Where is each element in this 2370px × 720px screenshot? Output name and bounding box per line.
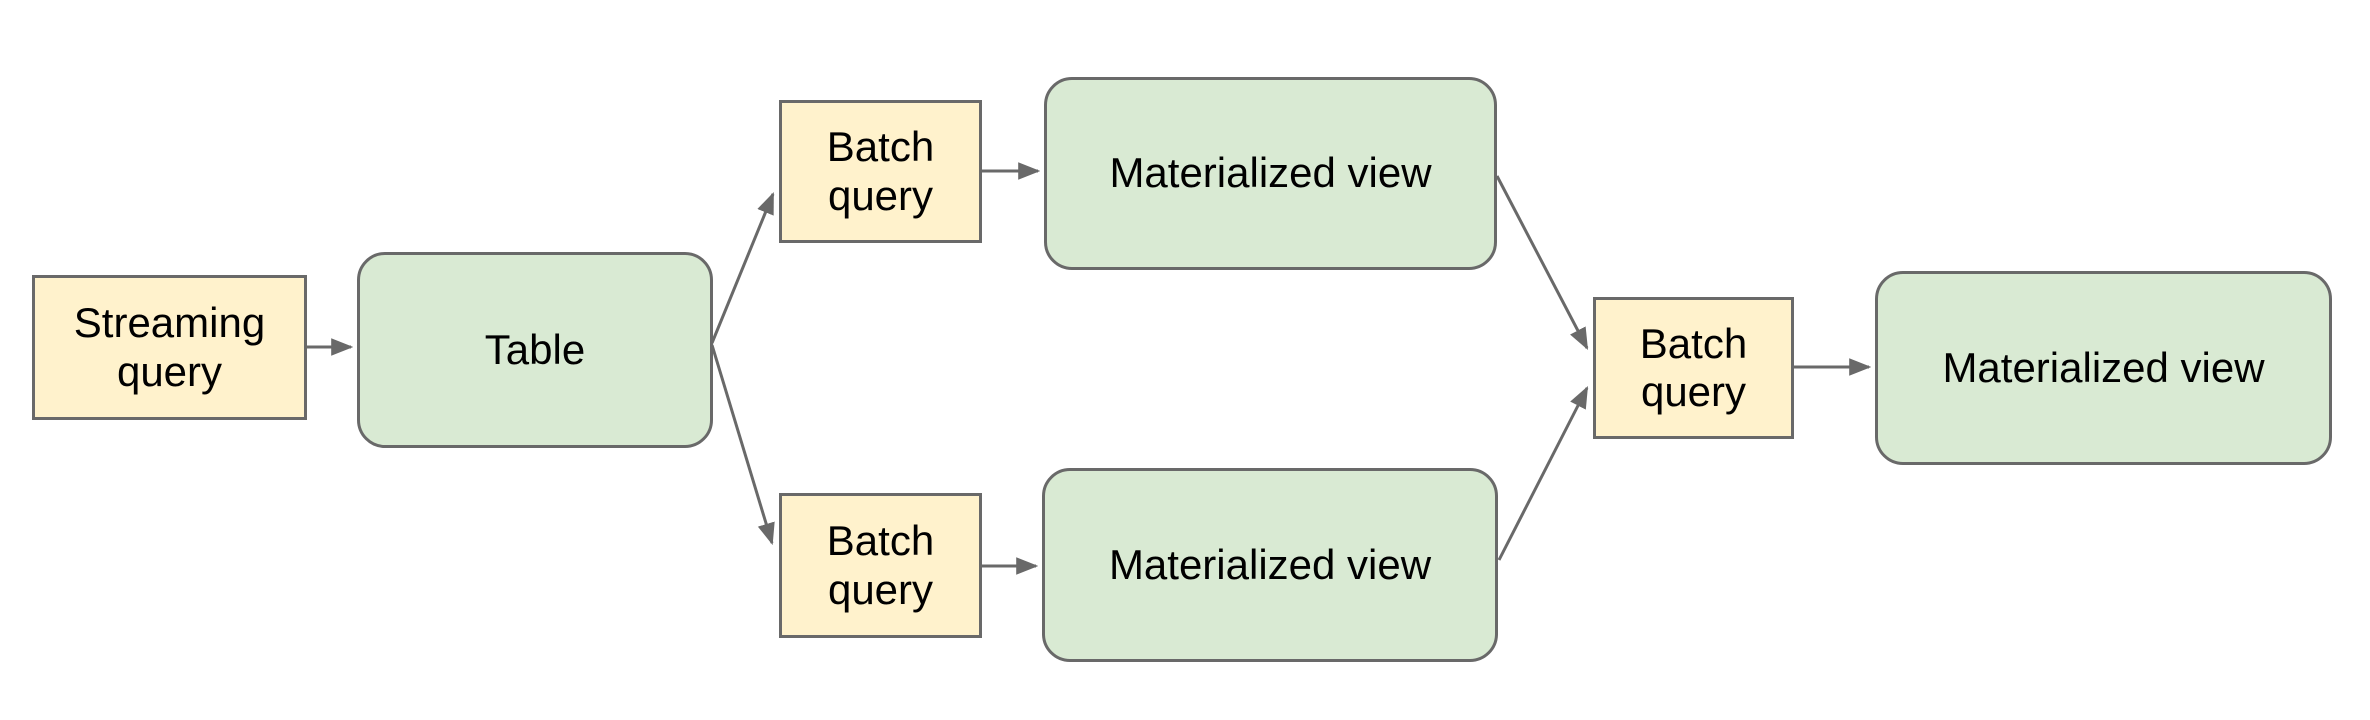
node-materialized-view-bottom: Materialized view xyxy=(1042,468,1498,662)
node-batch-query-join: Batch query xyxy=(1593,297,1794,439)
node-streaming-query: Streaming query xyxy=(32,275,307,420)
node-streaming-query-label: Streaming query xyxy=(73,299,266,395)
edge-materialized-view-bottom-to-batch-query-join xyxy=(1497,386,1589,561)
node-materialized-view-top: Materialized view xyxy=(1044,77,1497,270)
node-batch-query-join-label: Batch query xyxy=(1639,319,1748,415)
node-table-label: Table xyxy=(484,325,586,373)
node-batch-query-bottom-label: Batch query xyxy=(826,517,935,613)
node-batch-query-top-label: Batch query xyxy=(826,123,935,219)
node-materialized-view-bottom-label: Materialized view xyxy=(1108,540,1432,588)
node-materialized-view-final-label: Materialized view xyxy=(1942,343,2265,391)
node-table: Table xyxy=(357,252,713,448)
node-batch-query-top: Batch query xyxy=(779,100,982,243)
edge-materialized-view-top-to-batch-query-join xyxy=(1495,175,1589,350)
edge-table-to-batch-query-top xyxy=(710,191,775,344)
node-materialized-view-final: Materialized view xyxy=(1875,271,2332,465)
node-materialized-view-top-label: Materialized view xyxy=(1109,149,1432,197)
edge-table-to-batch-query-bottom xyxy=(710,344,775,546)
node-batch-query-bottom: Batch query xyxy=(779,493,982,638)
